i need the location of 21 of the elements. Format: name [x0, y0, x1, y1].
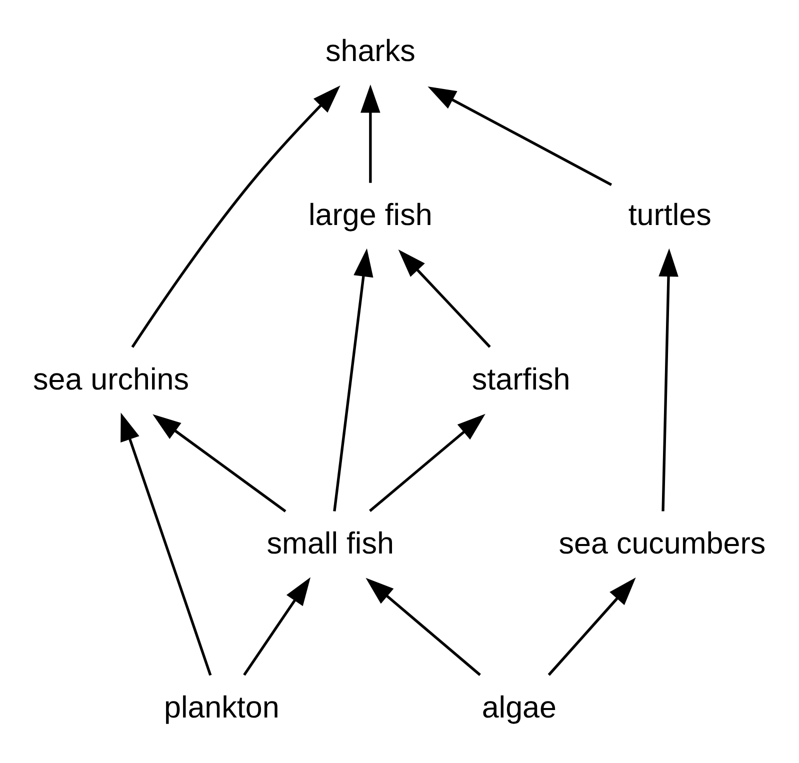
arrow: [428, 86, 612, 186]
arrow: [360, 84, 380, 182]
node-text: sea urchins: [33, 362, 190, 396]
arrow: [120, 412, 212, 676]
arrow: [131, 84, 340, 348]
arrow: [369, 413, 486, 512]
arrow: [366, 577, 481, 676]
arrow: [548, 577, 636, 676]
node-text: sharks: [325, 34, 416, 68]
node-text: starfish: [472, 362, 570, 396]
arrow: [333, 248, 374, 511]
arrow: [152, 414, 286, 512]
arrow: [243, 576, 310, 676]
node-text: algae: [482, 690, 556, 724]
arrow: [398, 249, 491, 348]
node-text: sea cucumbers: [558, 526, 766, 560]
node-text: plankton: [164, 690, 280, 724]
arrow: [658, 248, 678, 511]
node-text: small fish: [266, 526, 394, 560]
node-text: turtles: [628, 198, 712, 232]
node-text: large fish: [308, 198, 432, 232]
